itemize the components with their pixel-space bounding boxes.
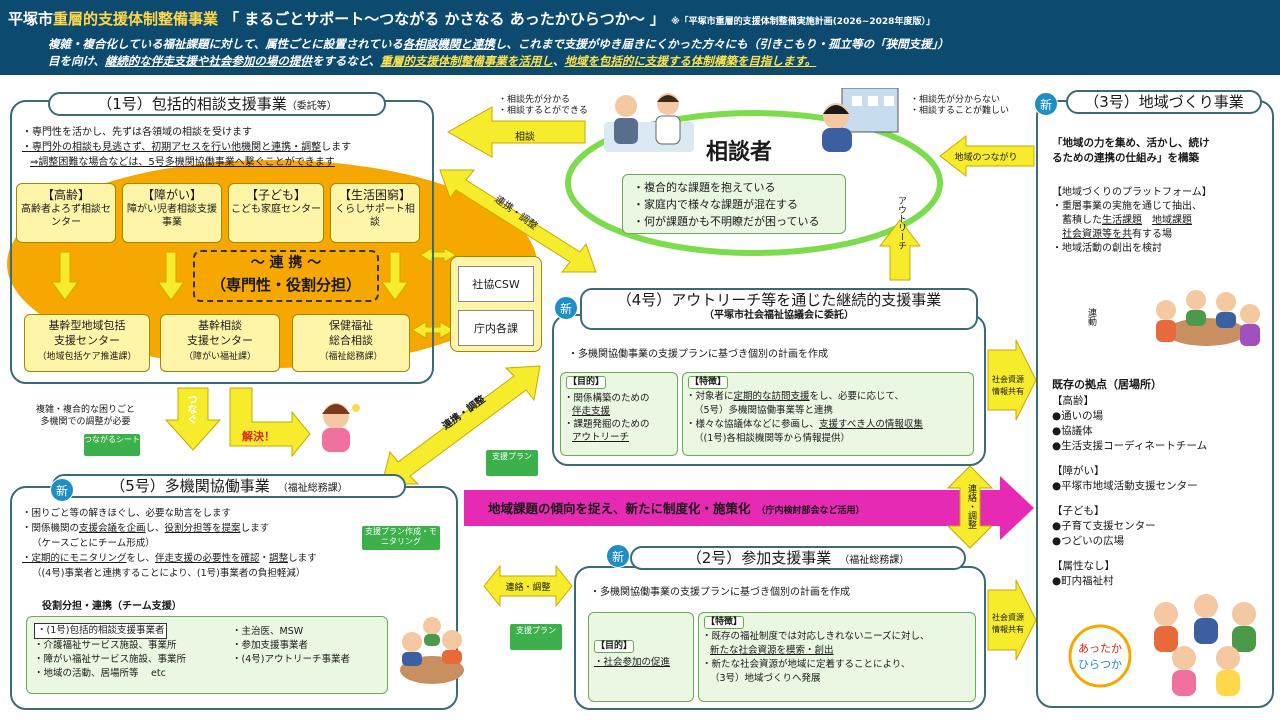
soudan-label: 相談 (515, 132, 535, 143)
s1-bullet-1: ・専門性を活かし、先ずは各領域の相談を受けます (22, 127, 252, 138)
chiiki-arrow (939, 134, 1035, 178)
cat-poverty: 【生活困窮】くらしサポート相談 (330, 183, 420, 243)
title-program: 重層的支援体制整備事業 (53, 10, 219, 28)
s2-new-badge: 新 (606, 544, 630, 568)
s5-new-badge: 新 (50, 478, 74, 502)
client-items: ・複合的な課題を抱えている・家庭内で様々な課題が混在する・何が課題かも不明瞭だが… (622, 174, 846, 234)
title-city: 平塚市 (8, 10, 54, 28)
attaka-hiratsuka-logo: あったか ひらつか (1068, 624, 1132, 688)
side-csw: 社協CSW (458, 266, 534, 302)
renkei-box: ～ 連 携 ～ （専門性・役割分担） (193, 250, 379, 302)
s4-title: （4号）アウトリーチ等を通じた継続的支援事業（平塚市社会福祉協議会に委託） (580, 288, 978, 330)
outreach-arrow (878, 219, 922, 281)
cat-disability: 【障がい】障がい児者相談支援事業 (122, 183, 222, 243)
s2-purpose-text: ・社会参加の促進 (594, 657, 671, 668)
s4-intro: ・多機関協働事業の支援プランに基づき個別の計画を作成 (568, 349, 828, 360)
renraku-vert-label: 連絡・調整 (966, 484, 976, 529)
s4-share-label: 社会資源情報共有 (992, 375, 1024, 396)
s4-feature-label: 【特徴】 (688, 376, 728, 389)
meeting-icon (400, 617, 464, 684)
title-slogan: 「 まるごとサポート～つながる かさなる あったかひらつか～ 」 (224, 10, 665, 28)
soudan-arrow (446, 106, 586, 158)
s2-share-arrow (987, 579, 1037, 661)
s4-share-arrow (987, 339, 1037, 421)
kaiketsu-arrow (229, 387, 311, 458)
client-left-note: ・相談先が分かる・相談するとができる (498, 95, 588, 116)
renraku-horiz-arrow (483, 564, 573, 608)
s5-bullets: ・困りごと等の解きほぐし、必要な助言をします ・関係機関の支援会議を企画し、役割… (22, 508, 317, 579)
svg-text:あったか: あったか (1078, 642, 1122, 655)
renkei-diag2-arrow (381, 365, 541, 485)
s1-bullet-3: ⇒調整困難な場合などは、5号多機関協働事業へ繋ぐことができます (30, 157, 335, 168)
outreach-label: アウトリーチ (896, 196, 906, 250)
solved-person-icon (322, 403, 360, 452)
s3-link-label: 連動 (1086, 308, 1096, 326)
s3-new-badge: 新 (1034, 92, 1058, 116)
renraku-vert-arrow (946, 465, 994, 549)
cat-elderly: 【高齢】高齢者よろず相談センター (16, 183, 116, 243)
s2-intro: ・多機関協働事業の支援プランに基づき個別の計画を作成 (590, 587, 850, 598)
plan-tag-2: 支援プラン (510, 624, 562, 650)
people-crowd-icon (1154, 594, 1256, 696)
community-group-icon (1156, 290, 1260, 346)
title-note: ※「平塚市重層的支援体制整備実施計画(2026~2028年度版）」 (670, 17, 935, 27)
s1-bullet-2: ・専門外の相談も見逃さず、初期アセスを行い他機関と連携・調整します (22, 142, 352, 153)
s4-purpose-text: ・関係構築のための伴走支援・課題発掘のためのアウトリーチ (564, 393, 650, 443)
s2-share-label: 社会資源情報共有 (992, 613, 1024, 634)
plan-tag-1: 支援プラン (486, 450, 538, 476)
counseling-icon (604, 93, 694, 152)
s2-feature-label: 【特徴】 (704, 616, 744, 629)
renkei-diag-arrow (439, 169, 597, 273)
s3-lead: 「地域の力を集め、活かし、続けるための連携の仕組み」を構築 (1052, 137, 1210, 164)
s3-title: （3号）地域づくり事業 (1066, 90, 1262, 114)
monitor-tag: 支援プラン作成・モニタリング (362, 526, 440, 550)
client-label: 相談者 (706, 140, 773, 165)
s4-feature (682, 372, 974, 456)
intro-line-1: 複雑・複合化している福祉課題に対して、属性ごとに設置されている各相談機関と連携し… (48, 37, 949, 51)
kaiketsu-label: 解決！ (242, 430, 275, 443)
intro-line-2: 目を向け、継続的な伴走支援や社会参加の場の提供をするなど、重層的支援体制整備事業… (48, 54, 817, 68)
team-title: 役割分担・連携（チーム支援） (42, 601, 182, 612)
chiiki-label: 地域のつながり (954, 153, 1018, 163)
header-banner (0, 0, 1280, 75)
s3-panel (1036, 100, 1274, 708)
s4-feature-text: ・対象者に定期的な訪問支援をし、必要に応じて、 （5号）多機関協働事業等と連携 … (686, 391, 923, 444)
tsunagu-arrow (164, 387, 222, 451)
center-hoken-fukushi: 保健福祉総合相談（福祉総務課） (292, 314, 410, 372)
isolated-person-icon (822, 88, 899, 152)
page-title: 平塚市重層的支援体制整備事業「 まるごとサポート～つながる かさなる あったかひ… (8, 8, 1276, 30)
team-left: ・(1号)包括的相談支援事業者 ・介護福祉サービス施設、事業所・障がい福祉サービ… (34, 623, 187, 679)
s5-title: （5号）多機関協働事業（福祉総務課） (52, 474, 406, 498)
magenta-arrow (464, 476, 1034, 540)
magenta-label: 地域課題の傾向を捉え、新たに制度化・施策化（庁内検討部会など活用） (488, 501, 865, 516)
s4-purpose-label: 【目的】 (566, 376, 606, 389)
svg-text:ひらつか: ひらつか (1078, 658, 1122, 671)
s3-platform: 【地域づくりのプラットフォーム】 ・重層事業の実施を通じて抽出、 蓄積した生活課… (1052, 187, 1212, 254)
center-kikan-soudan: 基幹相談支援センター（障がい福祉課） (160, 314, 280, 372)
tsunagaru-sheet-tag: つながるシート (84, 434, 140, 456)
team-right: ・主治医、MSW・参加支援事業者・(4号)アウトリーチ事業者 (232, 626, 350, 665)
cat-children: 【子ども】こども家庭センター (228, 183, 324, 243)
renraku-horiz-label: 連絡・調整 (505, 583, 551, 593)
s2-purpose (588, 612, 694, 702)
s3-base-title: 既存の拠点（居場所） (1052, 378, 1162, 391)
client-right-note: ・相談先が分からない・相談することが難しい (910, 95, 1010, 116)
s2-feature-text: ・既存の福祉制度では対応しきれないニーズに対し、新たな社会資源を模索・創出・新た… (702, 631, 930, 684)
tsunagu-label: つなぐ (185, 394, 196, 424)
s4-new-badge: 新 (554, 296, 578, 320)
s2-feature (698, 612, 976, 702)
complex-note: 複雑・複合的な困りごと多機関での調整が必要 (36, 405, 136, 427)
center-chiiki-houkatsu: 基幹型地域包括支援センター（地域包括ケア推進課） (24, 314, 150, 372)
s1-down-arrows (51, 251, 409, 301)
client-ring (565, 110, 943, 256)
s2-purpose-label: 【目的】 (594, 640, 634, 653)
s1-title: （1号）包括的相談支援事業（委託等） (48, 92, 386, 116)
s3-groups: 【高齢】 ●通いの場 ●協議体 ●生活支援コーディネートチーム 【障がい】 ●平… (1052, 395, 1208, 587)
s2-title: （2号）参加支援事業（福祉総務課） (630, 546, 966, 570)
side-chonai: 庁内各課 (458, 310, 534, 346)
